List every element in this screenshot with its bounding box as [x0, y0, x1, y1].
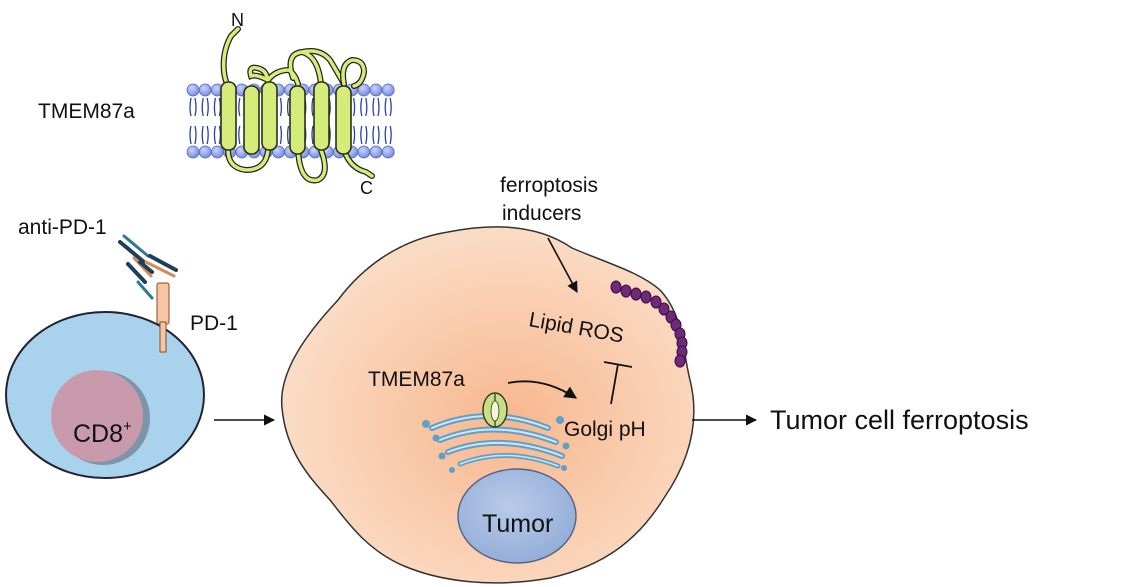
- inhibition-golgi-ph-to-lipid-ros: [603, 361, 633, 405]
- protein-loops-fill: [221, 27, 374, 183]
- oxidized-lipid-bead: [674, 354, 686, 368]
- lipid-tail: [372, 97, 380, 145]
- transmembrane-helix: [261, 81, 278, 151]
- lipid-head: [357, 145, 371, 159]
- n-terminus-label: N: [231, 10, 244, 30]
- arrow-tmem87a-to-golgi-ph: [507, 380, 578, 399]
- golgi-apparatus: [422, 413, 570, 473]
- oxidized-lipid-bead: [620, 284, 632, 298]
- lipid-head: [369, 145, 383, 159]
- tmem87a-label: TMEM87a: [368, 368, 465, 391]
- oxidized-lipid-bead: [650, 295, 662, 309]
- membrane-topology: TMEM87a N C: [38, 10, 395, 198]
- ferroptosis-inducers-label-line2: inducers: [502, 202, 581, 225]
- oxidized-lipid-bead: [610, 280, 622, 294]
- transmembrane-helix: [289, 85, 306, 155]
- transmembrane-helix: [243, 85, 260, 155]
- lipid-head: [381, 83, 395, 97]
- ferroptosis-inducers-label-line1: ferroptosis: [500, 174, 598, 197]
- arrow-inducers-to-lipid-ros: [547, 237, 578, 293]
- transmembrane-helices: [220, 81, 352, 155]
- membrane-protein-label: TMEM87a: [38, 100, 135, 123]
- tumor-cell: Tumor TMEM87a Golgi pH Lipid ROS: [280, 226, 695, 584]
- tmem87a-channel-icon: [482, 392, 508, 428]
- transmembrane-helix: [220, 81, 237, 151]
- lipid-tail: [213, 97, 222, 145]
- tumor-nucleus-label: Tumor: [482, 510, 553, 538]
- transmembrane-helix: [313, 81, 330, 151]
- oxidized-lipid-bead: [658, 302, 670, 316]
- golgi-ph-label: Golgi pH: [564, 418, 646, 441]
- oxidized-lipid-bead: [630, 287, 642, 301]
- pd1-receptor-ectodomain: [156, 282, 170, 325]
- cd8-label-superscript: +: [123, 418, 132, 435]
- anti-pd1-label: anti-PD-1: [18, 216, 107, 239]
- pd1-label: PD-1: [190, 312, 238, 335]
- lipid-tail: [189, 97, 197, 145]
- c-terminus-label: C: [360, 178, 373, 198]
- lipid-head: [381, 145, 395, 159]
- t-cell: CD8+ PD-1 anti-PD-1: [5, 216, 238, 479]
- lipid-head: [198, 145, 212, 159]
- lipid-head: [186, 83, 200, 97]
- outcome-label: Tumor cell ferroptosis: [770, 405, 1029, 435]
- lipid-head: [369, 83, 383, 97]
- cd8-label-main: CD8: [73, 420, 123, 448]
- lipid-tail: [360, 97, 368, 145]
- transmembrane-helix: [335, 85, 352, 155]
- lipid-head: [186, 145, 200, 159]
- t-cell-nucleus: [51, 370, 143, 462]
- lipid-head: [210, 145, 224, 159]
- anti-pd1-antibody: [118, 234, 178, 300]
- protein-extra-loop-fill: [341, 58, 366, 88]
- tumor-nucleus: [457, 468, 577, 564]
- oxidized-lipid-bead: [640, 290, 652, 304]
- lipid-tail: [201, 97, 209, 145]
- lipid-head: [198, 83, 212, 97]
- oxidized-lipid-chain: [610, 280, 688, 368]
- lipid-tail: [384, 97, 392, 145]
- cd8-label: CD8+: [73, 418, 132, 448]
- pd1-receptor-stalk: [159, 321, 167, 353]
